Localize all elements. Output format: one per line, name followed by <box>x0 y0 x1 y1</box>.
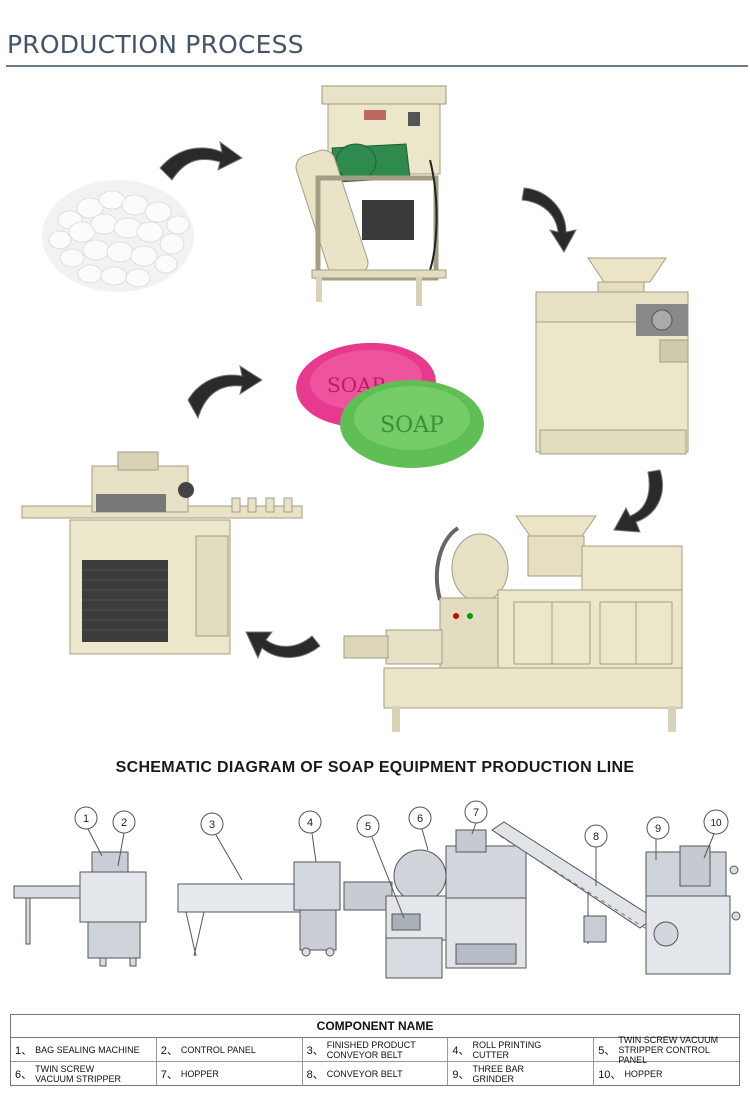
roller-mill-image <box>535 257 689 455</box>
arrow-icon <box>245 631 321 660</box>
finished-product-conveyor <box>177 861 341 957</box>
bag-sealing-machine <box>13 851 147 967</box>
twin-screw-vacuum-stripper <box>343 829 527 979</box>
arrow-icon <box>187 364 263 420</box>
packing-machine-image <box>21 451 303 655</box>
callout-marker: 10 <box>703 809 729 859</box>
table-cell: 4、ROLL PRINTING CUTTER <box>447 1038 593 1061</box>
soap-bars-image: SOAP SOAP <box>296 342 484 468</box>
callout-marker: 8 <box>584 824 608 886</box>
svg-text:4: 4 <box>307 817 313 829</box>
svg-text:6: 6 <box>417 813 423 825</box>
soap-emboss-text: SOAP <box>380 413 444 438</box>
callout-marker: 9 <box>646 816 670 860</box>
mixer-machine-image <box>295 85 447 306</box>
component-table-title: COMPONENT NAME <box>11 1015 739 1038</box>
callout-marker: 7 <box>464 800 488 835</box>
table-row: 1、BAG SEALING MACHINE 2、CONTROL PANEL 3、… <box>11 1035 739 1065</box>
page-title: PRODUCTION PROCESS <box>7 30 304 59</box>
table-cell: 2、CONTROL PANEL <box>155 1038 302 1061</box>
svg-text:3: 3 <box>209 819 215 831</box>
three-bar-grinder <box>645 845 741 975</box>
schematic-title: SCHEMATIC DIAGRAM OF SOAP EQUIPMENT PROD… <box>115 759 635 776</box>
page-header: PRODUCTION PROCESS <box>0 0 750 67</box>
svg-text:5: 5 <box>365 821 371 833</box>
table-cell: 7、HOPPER <box>155 1062 302 1085</box>
schematic-production-line: 1 2 3 4 5 6 7 <box>13 800 741 979</box>
table-cell: 6、TWIN SCREW VACUUM STRIPPER <box>15 1063 121 1084</box>
soap-noodles-image <box>42 180 194 292</box>
production-process-diagram: SOAP SOAP <box>21 85 689 732</box>
table-cell: 1、BAG SEALING MACHINE <box>15 1044 140 1057</box>
callout-marker: 1 <box>74 806 103 857</box>
svg-text:9: 9 <box>655 823 661 835</box>
svg-text:7: 7 <box>473 807 479 819</box>
svg-text:1: 1 <box>83 813 89 825</box>
table-cell: 3、FINISHED PRODUCT CONVEYOR BELT <box>301 1038 448 1061</box>
table-cell: 5、TWIN SCREW VACUUM STRIPPER CONTROL PAN… <box>593 1035 739 1065</box>
header-divider <box>6 65 748 67</box>
table-cell: 8、CONVEYOR BELT <box>301 1062 448 1085</box>
arrow-icon <box>613 469 664 533</box>
svg-text:10: 10 <box>710 818 722 829</box>
arrow-icon <box>159 140 243 181</box>
table-row: 6、TWIN SCREW VACUUM STRIPPER 7、HOPPER 8、… <box>11 1061 739 1085</box>
callout-marker: 4 <box>298 810 322 863</box>
svg-text:2: 2 <box>121 817 127 829</box>
component-table: COMPONENT NAME 1、BAG SEALING MACHINE 2、C… <box>10 1014 740 1086</box>
callout-marker: 2 <box>112 810 136 867</box>
callout-marker: 6 <box>408 806 432 851</box>
callout-marker: 3 <box>200 812 243 881</box>
callout-marker: 5 <box>356 814 405 919</box>
svg-text:8: 8 <box>593 831 599 843</box>
table-cell: 9、THREE BAR GRINDER <box>447 1062 593 1085</box>
arrow-icon <box>521 187 577 253</box>
vacuum-plodder-image <box>343 515 683 732</box>
table-cell: 10、HOPPER <box>593 1062 739 1085</box>
